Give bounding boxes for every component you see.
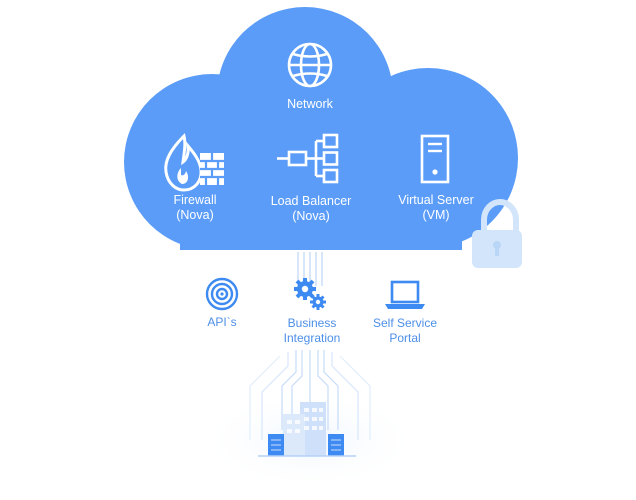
load-balancer-label-line1: Load Balancer xyxy=(270,194,352,208)
laptop-icon xyxy=(385,280,425,309)
network-label-text: Network xyxy=(287,97,333,111)
firewall-label-line1: Firewall xyxy=(173,193,217,207)
virtual-server-label: Virtual Server (VM) xyxy=(380,193,492,223)
load-balancer-label-line2: (Nova) xyxy=(292,209,330,223)
server-icon xyxy=(420,134,450,184)
business-integration-label-line2: Integration xyxy=(283,331,341,345)
target-icon xyxy=(205,277,239,311)
load-balancer-label: Load Balancer (Nova) xyxy=(248,194,374,224)
self-service-portal-label-line2: Portal xyxy=(389,331,421,345)
gears-icon xyxy=(294,278,326,310)
virtual-server-label-line1: Virtual Server xyxy=(398,193,474,207)
firewall-label: Firewall (Nova) xyxy=(135,193,255,223)
business-integration-label: Business Integration xyxy=(262,316,362,346)
apis-label-text: API`s xyxy=(207,315,237,329)
network-label: Network xyxy=(260,97,360,112)
load-balancer-icon xyxy=(277,133,339,184)
firewall-label-line2: (Nova) xyxy=(176,208,214,222)
virtual-server-label-line2: (VM) xyxy=(422,208,450,222)
connector-lines xyxy=(249,252,371,440)
firewall-icon xyxy=(164,133,224,192)
lock-icon xyxy=(472,198,522,268)
globe-icon xyxy=(287,42,333,88)
apis-label: API`s xyxy=(182,315,262,330)
self-service-portal-label-line1: Self Service xyxy=(372,316,438,330)
datacenter-icon xyxy=(258,402,356,457)
self-service-portal-label: Self Service Portal xyxy=(355,316,455,346)
business-integration-label-line1: Business xyxy=(287,316,337,330)
